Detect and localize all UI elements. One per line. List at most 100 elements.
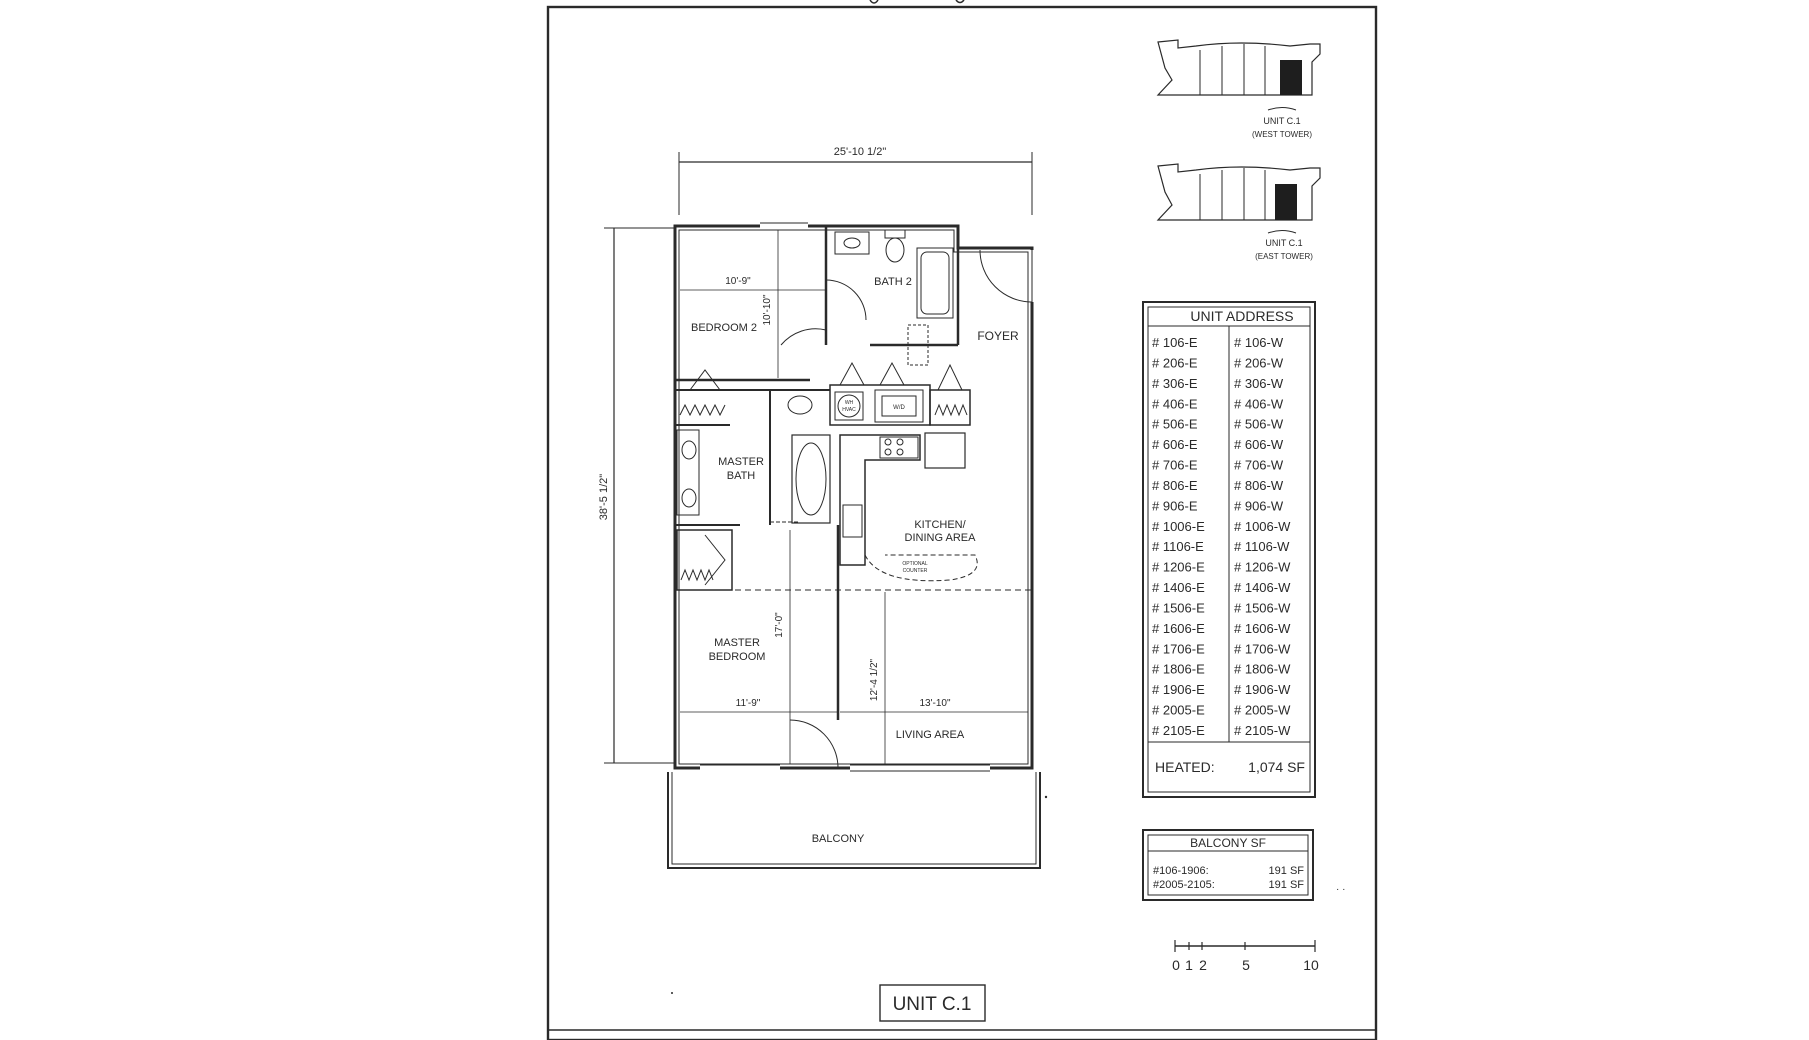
address-east-17: # 1906-E xyxy=(1152,682,1205,697)
address-east-0: # 106-E xyxy=(1152,335,1198,350)
address-west-13: # 1506-W xyxy=(1234,601,1291,616)
page-border xyxy=(546,5,1378,1040)
address-west-9: # 1006-W xyxy=(1234,519,1291,534)
address-east-15: # 1706-E xyxy=(1152,641,1205,656)
address-rows: # 106-E# 106-W# 206-E# 206-W# 306-E# 306… xyxy=(1152,335,1291,738)
address-west-17: # 1906-W xyxy=(1234,682,1291,697)
wd-inner xyxy=(881,395,917,417)
vanity-sink-2 xyxy=(681,488,697,508)
address-west-7: # 806-W xyxy=(1234,478,1284,493)
address-east-10: # 1106-E xyxy=(1152,539,1204,554)
wd-unit xyxy=(874,389,924,423)
label-optional-1: OPTIONAL xyxy=(902,561,928,567)
exterior-wall-inner xyxy=(678,229,1029,765)
address-west-6: # 706-W xyxy=(1234,458,1284,473)
balcony-box-inner xyxy=(1147,834,1309,896)
burner-1 xyxy=(884,438,892,446)
label-master-bed-2: BEDROOM xyxy=(709,651,766,663)
closet1-doors xyxy=(689,369,721,391)
balcony-row2-value: 191 SF xyxy=(1269,879,1305,891)
balcony-outline xyxy=(667,772,1041,869)
balcony-sf-table: BALCONY SF #106-1906: 191 SF #2005-2105:… xyxy=(1142,829,1345,901)
address-box-inner xyxy=(1147,306,1311,793)
address-west-4: # 506-W xyxy=(1234,417,1284,432)
address-east-11: # 1206-E xyxy=(1152,560,1205,575)
kitchen-sink xyxy=(842,504,863,538)
address-east-7: # 806-E xyxy=(1152,478,1198,493)
address-west-10: # 1106-W xyxy=(1234,539,1290,554)
label-master-bath-1: MASTER xyxy=(718,456,764,468)
stray-dot-2 xyxy=(671,992,673,994)
label-bath2: BATH 2 xyxy=(874,276,912,288)
address-east-16: # 1806-E xyxy=(1152,662,1205,677)
address-east-18: # 2005-E xyxy=(1152,703,1205,718)
address-west-18: # 2005-W xyxy=(1234,703,1291,718)
label-master-bed-1: MASTER xyxy=(714,637,760,649)
balcony-row1-value: 191 SF xyxy=(1269,865,1305,877)
dim-living-depth: 12'-4 1/2" xyxy=(869,658,880,701)
master-toilet xyxy=(787,395,813,415)
unit-highlight-east xyxy=(1275,184,1297,220)
address-west-14: # 1606-W xyxy=(1234,621,1291,636)
refrigerator xyxy=(924,432,966,469)
utility-doors xyxy=(839,361,905,386)
address-west-0: # 106-W xyxy=(1234,335,1284,350)
bath2-tub xyxy=(916,247,954,319)
top-mark xyxy=(869,0,965,4)
master-closet-door xyxy=(704,534,726,586)
address-east-9: # 1006-E xyxy=(1152,519,1205,534)
vanity-sink-1 xyxy=(681,440,697,460)
dim-living-width: 13'-10" xyxy=(919,698,950,709)
dim-overall-width: 25'-10 1/2" xyxy=(834,146,887,158)
address-west-8: # 906-W xyxy=(1234,498,1284,513)
key-east-line2: (EAST TOWER) xyxy=(1255,252,1313,261)
entry-door-swing xyxy=(979,249,1033,303)
address-east-14: # 1606-E xyxy=(1152,621,1205,636)
label-kitchen-2: DINING AREA xyxy=(905,532,977,544)
key-east-line1: UNIT C.1 xyxy=(1265,238,1302,248)
address-east-12: # 1406-E xyxy=(1152,580,1205,595)
floor-plan: 25'-10 1/2" 38'-5 1/2" xyxy=(598,146,1041,869)
stray-dot-1 xyxy=(1044,795,1048,799)
label-foyer: FOYER xyxy=(977,329,1019,343)
balcony-title: BALCONY SF xyxy=(1190,836,1266,850)
closet1-shelving xyxy=(679,403,726,417)
address-east-8: # 906-E xyxy=(1152,498,1198,513)
balcony-box-outer xyxy=(1142,829,1314,901)
bath2-sink xyxy=(834,231,870,255)
master-closet xyxy=(676,529,733,591)
wh-label: WH xyxy=(845,400,854,406)
dim-master-depth: 17'-0" xyxy=(774,612,785,638)
pantry-shelving xyxy=(934,403,968,417)
optional-counter xyxy=(864,554,978,582)
unit-title-box: UNIT C.1 xyxy=(879,984,986,1022)
dim-master-width: 11'-9" xyxy=(736,698,761,709)
linen-closet xyxy=(907,324,929,366)
address-west-5: # 606-W xyxy=(1234,437,1284,452)
address-east-3: # 406-E xyxy=(1152,396,1198,411)
address-box-outer xyxy=(1142,301,1316,798)
burner-3 xyxy=(884,448,892,456)
address-east-1: # 206-E xyxy=(1152,355,1198,370)
scale-label-5: 5 xyxy=(1242,957,1250,973)
pantry-doors xyxy=(937,363,963,391)
address-east-4: # 506-E xyxy=(1152,417,1198,432)
address-west-16: # 1806-W xyxy=(1234,662,1291,677)
hvac-label: HVAC xyxy=(842,407,856,413)
bath2-door-swing xyxy=(825,279,867,321)
unit-address-table: UNIT ADDRESS # 106-E# 106-W# 206-E# 206-… xyxy=(1142,301,1316,798)
bed2-door-swing xyxy=(780,328,827,346)
label-living: LIVING AREA xyxy=(896,729,965,741)
key-plan-east: UNIT C.1 (EAST TOWER) xyxy=(1156,163,1321,261)
address-east-19: # 2105-E xyxy=(1152,723,1205,738)
north-arrow-east xyxy=(1267,230,1297,234)
address-east-2: # 306-E xyxy=(1152,376,1198,391)
label-bedroom2: BEDROOM 2 xyxy=(691,322,757,334)
address-east-6: # 706-E xyxy=(1152,458,1198,473)
balcony-row1-range: #106-1906: xyxy=(1153,865,1209,877)
master-closet-shelving xyxy=(680,568,714,582)
exterior-wall xyxy=(673,224,1034,770)
unit-title-frame xyxy=(879,984,986,1022)
address-west-15: # 1706-W xyxy=(1234,641,1291,656)
